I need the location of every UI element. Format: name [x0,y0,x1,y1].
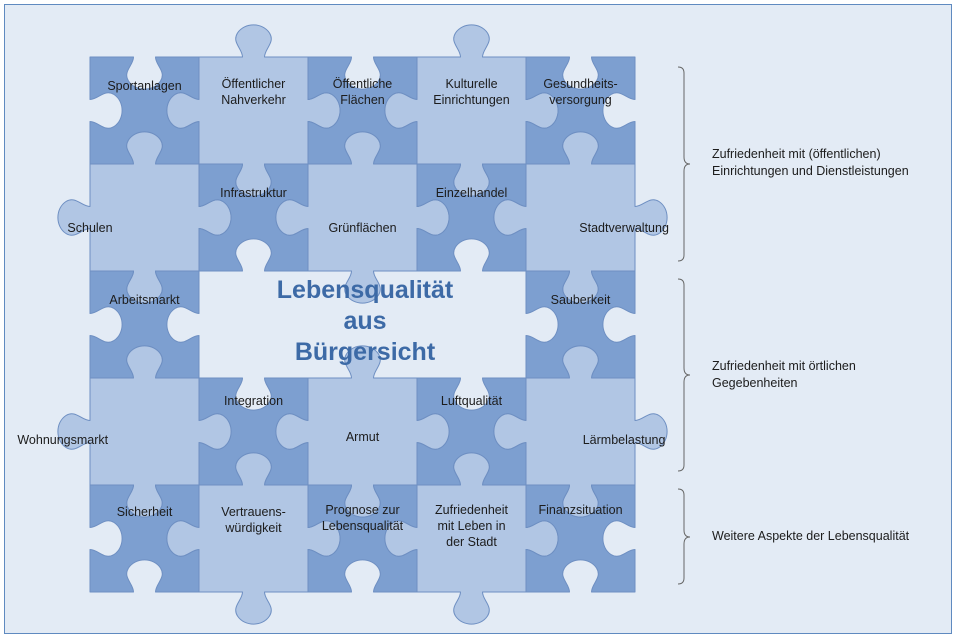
piece-label-sicherheit: Sicherheit [116,505,173,520]
center-title: Lebensqualität aus Bürgersicht [276,276,454,366]
group-label-einrichtungen: Zufriedenheit mit (öffentlichen) Einrich… [712,147,909,178]
piece-label-prognose: Prognose zur Lebensqualität [321,503,404,534]
piece-label-infrastruktur: Infrastruktur [220,186,287,201]
piece-label-kulturelle-einrichtungen: Kulturelle Einrichtungen [433,77,510,108]
piece-label-luftqualitaet: Luftqualität [440,393,503,408]
piece-label-oepnv: Öffentlicher Nahverkehr [221,77,286,108]
group-label-weitere-aspekte: Weitere Aspekte der Lebensqualität [712,529,910,543]
piece-label-schulen: Schulen [67,220,113,235]
piece-label-einzelhandel: Einzelhandel [435,186,508,201]
group-label-gegebenheiten: Zufriedenheit mit örtlichen Gegebenheite… [712,359,856,390]
piece-label-oeffentliche-flaechen: Öffentliche Flächen [332,77,393,108]
piece-label-integration: Integration [223,393,284,408]
piece-label-gesundheitsversorgung: Gesundheits- versorgung [543,77,618,108]
bracket-group-3 [677,488,691,585]
piece-label-vertrauenswuerdigkeit: Vertrauens- würdigkeit [221,505,286,536]
piece-label-wohnungsmarkt: Wohnungsmarkt [17,432,109,447]
piece-label-stadtverwaltung: Stadtverwaltung [579,220,669,235]
puzzle-piece [525,484,636,593]
piece-label-sportanlagen: Sportanlagen [107,79,182,94]
piece-label-laermbelastung: Lärmbelastung [582,432,666,447]
piece-label-gruenflaechen: Grünflächen [328,220,397,235]
bracket-group-1 [677,66,691,262]
piece-label-finanzsituation: Finanzsituation [538,503,623,518]
piece-label-sauberkeit: Sauberkeit [550,293,611,308]
piece-label-arbeitsmarkt: Arbeitsmarkt [109,293,180,308]
piece-label-zufriedenheit-leben: Zufriedenheit mit Leben in der Stadt [435,503,508,550]
bracket-group-2 [677,278,691,472]
piece-label-armut: Armut [345,430,380,445]
